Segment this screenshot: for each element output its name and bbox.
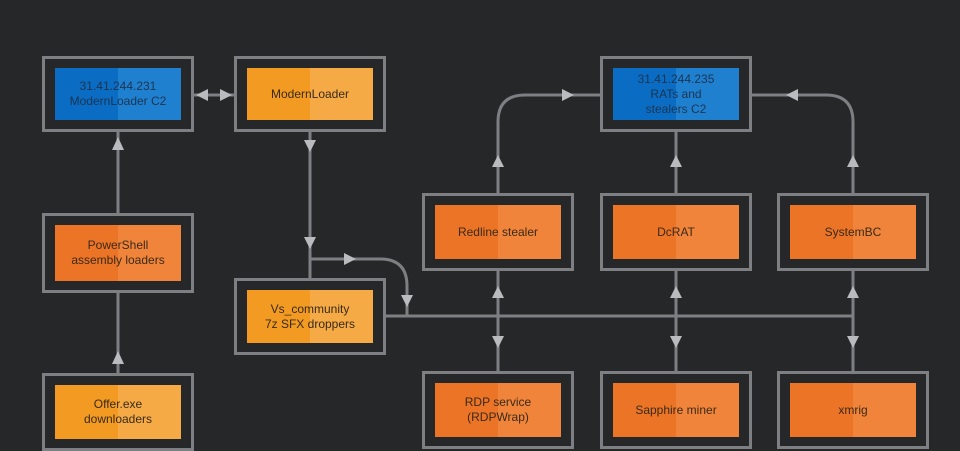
- node-label: 31.41.244.235 RATs and stealers C2: [637, 71, 715, 116]
- node-label: Vs_community 7z SFX droppers: [264, 301, 356, 331]
- arrowhead-down: [401, 295, 413, 307]
- arrowhead-down: [670, 336, 682, 348]
- node-dcrat: DcRAT: [600, 193, 752, 271]
- node-xmrig: xmrig: [777, 371, 929, 449]
- node-modernloader-c2: 31.41.244.231 ModernLoader C2: [42, 56, 194, 132]
- node-label: PowerShell assembly loaders: [71, 238, 165, 267]
- node-fill: 31.41.244.231 ModernLoader C2: [55, 68, 181, 120]
- arrowhead-up: [492, 286, 504, 298]
- arrowhead-up: [112, 137, 124, 150]
- arrowhead-up: [492, 155, 504, 167]
- node-label: Redline stealer: [457, 224, 539, 239]
- node-label: Offer.exe downloaders: [83, 397, 153, 426]
- node-fill: 31.41.244.235 RATs and stealers C2: [613, 68, 739, 120]
- edge-vs-loop: [310, 257, 409, 316]
- node-fill: SystemBC: [790, 205, 916, 259]
- node-rats-stealers-c2: 31.41.244.235 RATs and stealers C2: [600, 56, 752, 132]
- node-powershell-loaders: PowerShell assembly loaders: [42, 213, 194, 293]
- node-fill: Vs_community 7z SFX droppers: [247, 290, 373, 343]
- node-fill: DcRAT: [613, 205, 739, 259]
- arrowhead-right: [562, 89, 574, 101]
- arrowhead-right: [344, 253, 356, 265]
- node-label: ModernLoader: [270, 86, 350, 101]
- node-fill: PowerShell assembly loaders: [55, 225, 181, 281]
- node-label: SystemBC: [824, 224, 882, 239]
- node-fill: Offer.exe downloaders: [55, 385, 181, 439]
- arrowhead-down: [304, 237, 316, 249]
- node-systembc: SystemBC: [777, 193, 929, 271]
- arrowhead-left: [196, 89, 208, 101]
- arrowhead-down: [304, 140, 316, 152]
- arrowhead-down: [847, 336, 859, 348]
- node-label: xmrig: [838, 402, 868, 417]
- arrowhead-up: [847, 286, 859, 298]
- connector-layer: [112, 89, 859, 375]
- node-vs-community-droppers: Vs_community 7z SFX droppers: [234, 278, 386, 355]
- arrowhead-right: [220, 89, 232, 101]
- node-fill: Redline stealer: [435, 205, 561, 259]
- arrowhead-up: [112, 351, 124, 364]
- arrowhead-up: [847, 155, 859, 167]
- arrowhead-left: [786, 89, 798, 101]
- edge-systembc-ratc2: [750, 93, 855, 194]
- node-sapphire-miner: Sapphire miner: [600, 371, 752, 449]
- arrowhead-up: [670, 286, 682, 298]
- node-redline-stealer: Redline stealer: [422, 193, 574, 271]
- node-label: RDP service (RDPWrap): [464, 395, 532, 424]
- arrowhead-up: [670, 155, 682, 167]
- node-fill: xmrig: [790, 383, 916, 437]
- node-label: 31.41.244.231 ModernLoader C2: [69, 79, 167, 108]
- node-rdp-service: RDP service (RDPWrap): [422, 371, 574, 449]
- node-fill: Sapphire miner: [613, 383, 739, 437]
- node-label: DcRAT: [657, 224, 695, 239]
- node-fill: RDP service (RDPWrap): [435, 383, 561, 437]
- node-modernloader: ModernLoader: [234, 56, 386, 132]
- node-offer-downloaders: Offer.exe downloaders: [42, 373, 194, 451]
- edge-redline-ratc2: [496, 93, 602, 194]
- node-fill: ModernLoader: [247, 68, 373, 120]
- arrowhead-down: [492, 336, 504, 348]
- node-label: Sapphire miner: [635, 402, 717, 417]
